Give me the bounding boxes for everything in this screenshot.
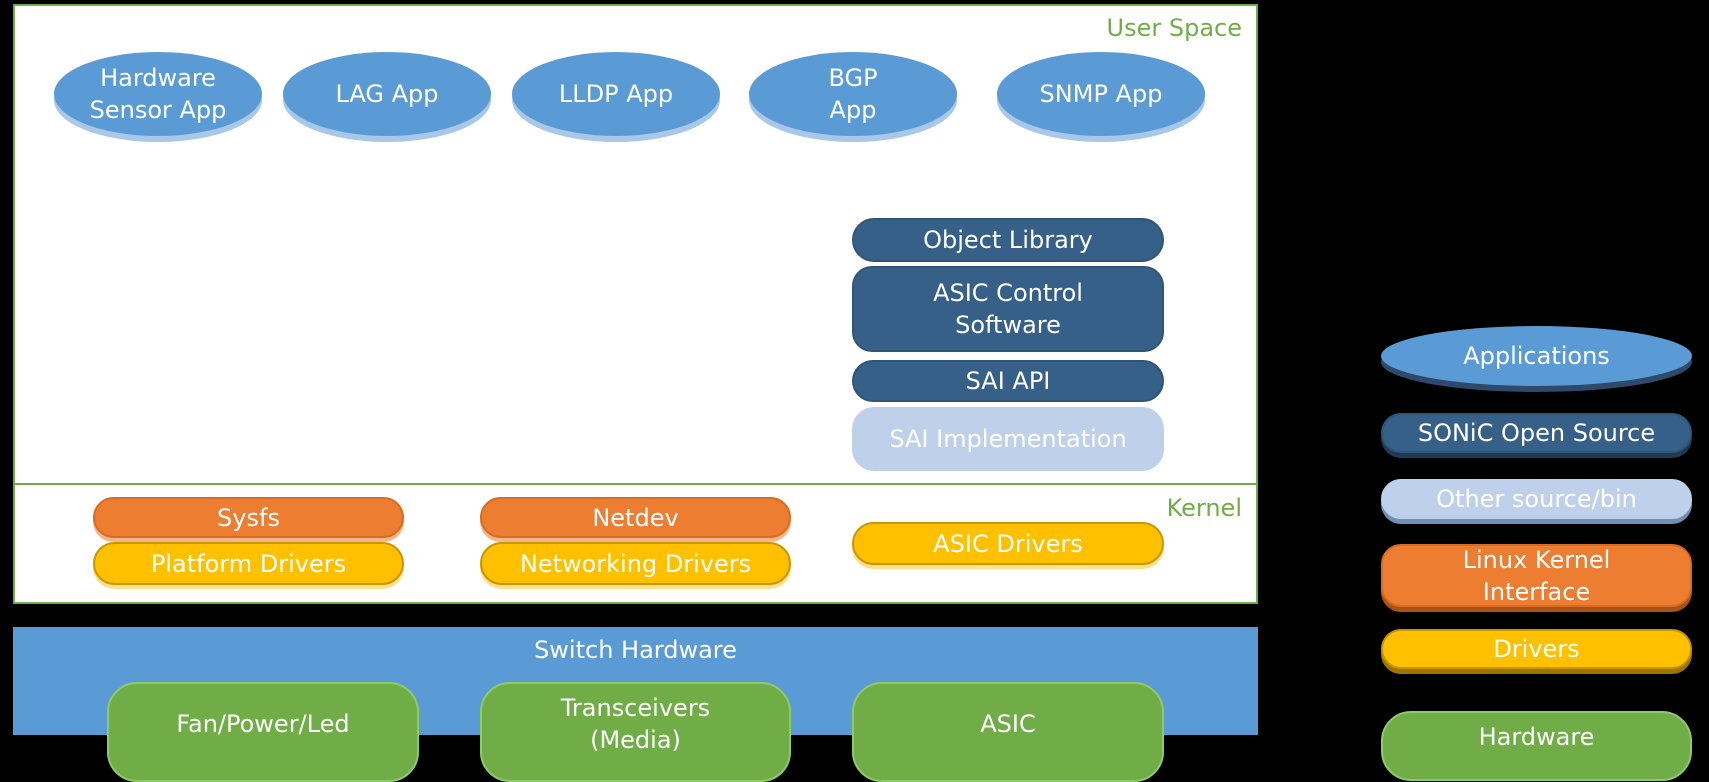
app-snmp: SNMP App [997,52,1205,136]
hardware-transceivers: Transceivers (Media) [480,682,791,782]
app-hardware-sensor: Hardware Sensor App [54,52,262,136]
legend-hardware: Hardware [1381,711,1692,781]
asic-drivers: ASIC Drivers [852,522,1164,565]
legend-applications: Applications [1381,326,1692,386]
platform-drivers: Platform Drivers [93,542,404,585]
hardware-asic: ASIC [852,682,1164,782]
sysfs: Sysfs [93,497,404,538]
legend-sonic-open-source: SONiC Open Source [1381,413,1692,453]
netdev: Netdev [480,497,791,538]
hardware-fan-power-led: Fan/Power/Led [107,682,419,782]
legend-linux-kernel-interface: Linux Kernel Interface [1381,544,1692,607]
sai-implementation: SAI Implementation [852,407,1164,471]
legend-drivers: Drivers [1381,629,1692,669]
object-library: Object Library [852,218,1164,262]
switch-hardware-title: Switch Hardware [534,636,737,664]
app-lldp: LLDP App [512,52,720,136]
sai-api: SAI API [852,360,1164,402]
app-bgp: BGP App [749,52,957,136]
networking-drivers: Networking Drivers [480,542,791,585]
user-space-label: User Space [1106,14,1242,42]
asic-control-software: ASIC Control Software [852,266,1164,352]
app-lag: LAG App [283,52,491,136]
kernel-label: Kernel [1166,494,1242,522]
legend-other-source-bin: Other source/bin [1381,479,1692,519]
